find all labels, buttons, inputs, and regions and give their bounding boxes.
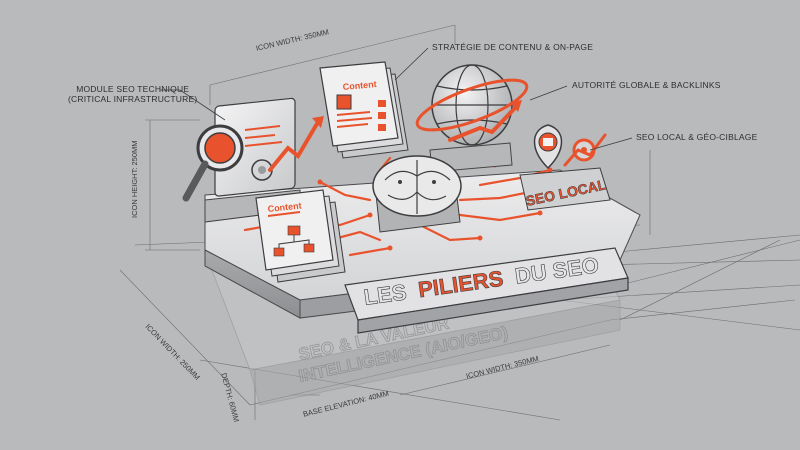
content-front-label: Content <box>267 200 302 213</box>
document-icon <box>336 94 386 131</box>
callout-local: SEO LOCAL & GÉO-CIBLAGE <box>636 132 758 142</box>
content-back-label: Content <box>342 79 377 92</box>
brain-chip-icon <box>372 155 462 233</box>
flowchart-icon <box>267 211 315 257</box>
globe-icon <box>415 64 529 146</box>
callout-authority: AUTORITÉ GLOBALE & BACKLINKS <box>572 80 721 90</box>
authority-module <box>415 64 529 173</box>
location-pin-icon <box>533 124 563 170</box>
content-stack-front <box>255 189 346 283</box>
growth-arrow-icon <box>268 116 324 172</box>
magnifier-icon <box>182 124 244 202</box>
callout-technical: MODULE SEO TECHNIQUE (CRITICAL INFRASTRU… <box>68 84 198 104</box>
callout-leaders <box>160 47 633 151</box>
callout-content: STRATÉGIE DE CONTENU & ON-PAGE <box>432 42 594 52</box>
content-stack-back <box>319 61 409 159</box>
local-module <box>519 124 611 211</box>
title-plaque <box>344 247 629 334</box>
title-prefix: LES <box>362 279 408 310</box>
dim-icon-height: ICON HEIGHT: 250MM <box>130 140 139 218</box>
